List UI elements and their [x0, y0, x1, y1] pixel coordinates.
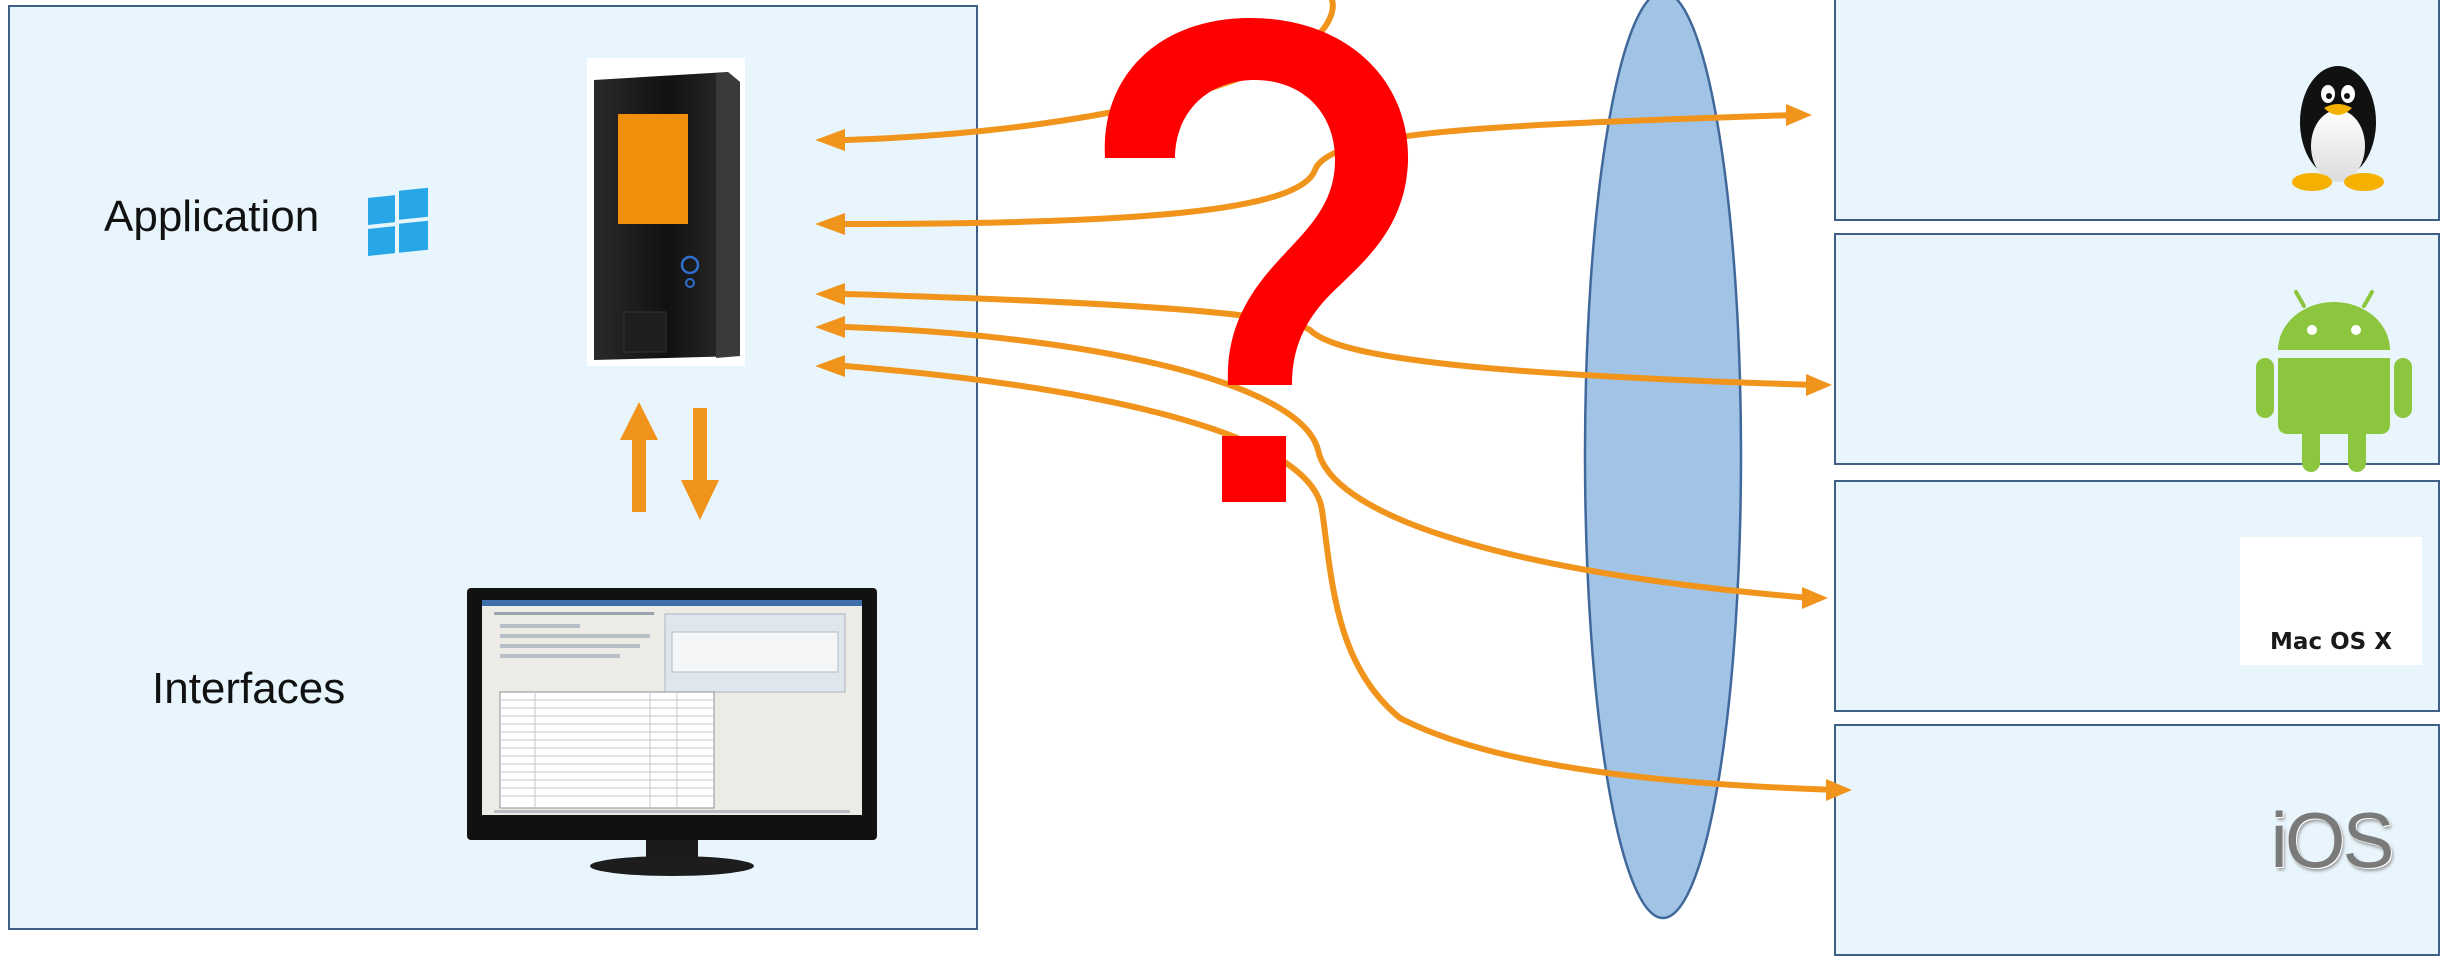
- macosx-badge: Mac OS X: [2240, 537, 2422, 665]
- tux-penguin-icon: [2292, 66, 2384, 191]
- windows-logo-icon: [368, 188, 428, 256]
- ios-caption: iOS: [2262, 800, 2400, 880]
- question-mark-icon: [1105, 18, 1408, 502]
- ios-logo-icon: iOS: [2262, 800, 2400, 880]
- tower-pc-icon: [587, 58, 745, 366]
- sync-arrows-icon: [620, 402, 719, 520]
- monitor-icon: [467, 588, 877, 876]
- macosx-caption: Mac OS X: [2240, 629, 2422, 655]
- android-robot-icon: [2256, 292, 2412, 472]
